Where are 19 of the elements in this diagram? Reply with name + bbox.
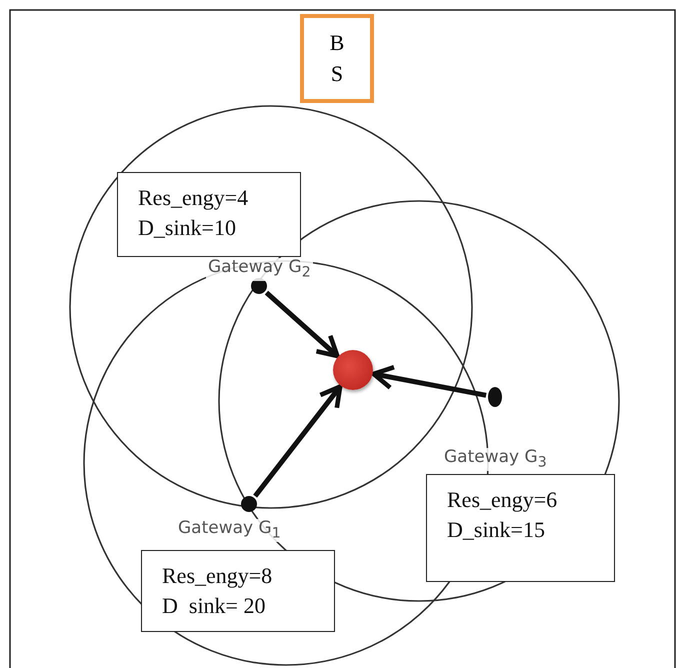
arrow bbox=[253, 384, 342, 498]
arrow bbox=[371, 364, 487, 398]
info-box bbox=[426, 474, 615, 582]
station-label: B S bbox=[329, 28, 345, 88]
info-text: Res_engy=4 bbox=[138, 184, 250, 212]
base-station-box bbox=[300, 14, 374, 103]
info-text: Res_engy=8 bbox=[162, 562, 274, 590]
info-text: Res_engy=6 bbox=[447, 486, 558, 514]
gateway-label: Gateway G$_{3}$ bbox=[442, 448, 549, 471]
info-box bbox=[141, 550, 335, 632]
arrow bbox=[264, 290, 340, 358]
info-box bbox=[117, 172, 301, 257]
info-text: D_sink=15 bbox=[447, 516, 546, 544]
gateway-label: Gateway G$_{2}$ bbox=[206, 258, 313, 281]
gateway-dot bbox=[488, 387, 502, 407]
info-text: D sink= 20 bbox=[162, 592, 266, 620]
sink-node-circle bbox=[333, 350, 373, 390]
info-text: D_sink=10 bbox=[138, 214, 237, 242]
gateway-dot bbox=[241, 496, 257, 512]
